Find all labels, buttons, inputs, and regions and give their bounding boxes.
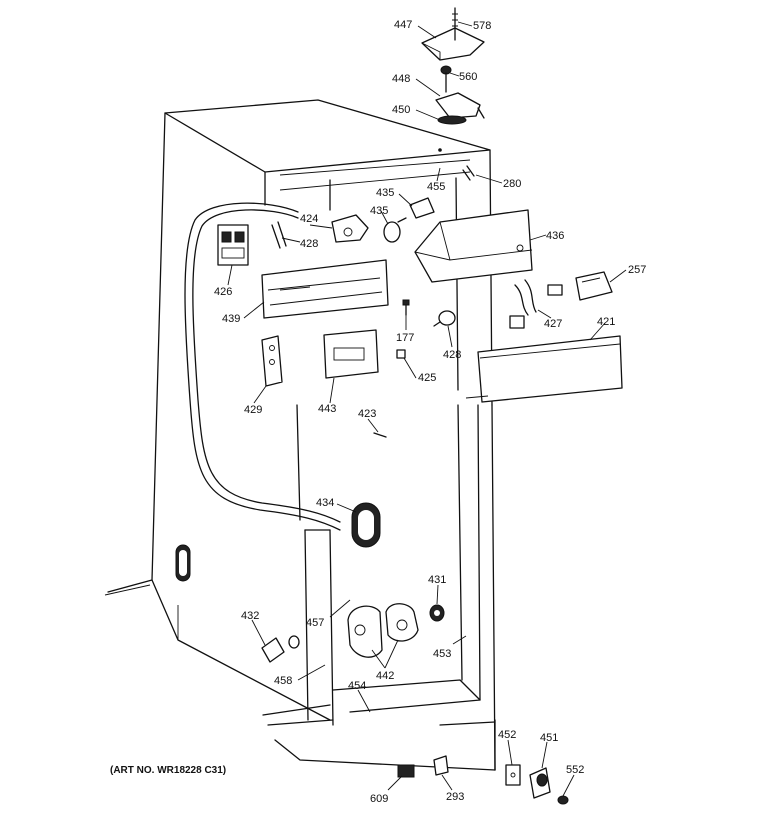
- clip-423: [373, 432, 387, 438]
- mullion-cover-280: [462, 165, 475, 181]
- callout-435-a: 435: [376, 187, 394, 199]
- hinge-448: [435, 92, 485, 119]
- part-609: [397, 764, 415, 778]
- art-number: (ART NO. WR18228 C31): [110, 765, 226, 776]
- mullion-strip-421: [465, 335, 623, 403]
- callout-609: 609: [370, 793, 388, 805]
- light-socket-424: [331, 214, 369, 243]
- hinge-cover-447: [421, 27, 485, 61]
- callout-450: 450: [392, 104, 410, 116]
- callout-439: 439: [222, 313, 240, 325]
- bracket-452: [505, 764, 521, 786]
- wire-harness: [184, 202, 341, 531]
- callout-425: 425: [418, 372, 436, 384]
- callout-424: 424: [300, 213, 318, 225]
- callout-432: 432: [241, 610, 259, 622]
- screw-560: [440, 65, 452, 93]
- cabinet-case: [104, 99, 496, 771]
- bracket-428: [271, 221, 287, 249]
- terminal-block-426: [217, 224, 249, 266]
- callout-429: 429: [244, 404, 262, 416]
- callout-labels: 447 578 448 560 450 280 455 435 435 424 …: [214, 19, 646, 805]
- control-bracket-439: [261, 259, 389, 319]
- callout-455: 455: [427, 181, 445, 193]
- bracket-429: [261, 335, 283, 387]
- screw-177: [402, 299, 410, 316]
- callout-421: 421: [597, 316, 615, 328]
- callout-452: 452: [498, 729, 516, 741]
- callout-293: 293: [446, 791, 464, 803]
- harness-427: [509, 279, 563, 329]
- switch-435: [409, 197, 435, 219]
- grommet-434: [351, 502, 381, 548]
- control-housing-436: [414, 209, 533, 283]
- callout-442: 442: [376, 670, 394, 682]
- damper-442: [347, 603, 419, 658]
- callout-177: 177: [396, 332, 414, 344]
- cap-432: [261, 635, 300, 663]
- bracket-443: [323, 329, 379, 379]
- leader-lines: [227, 21, 627, 797]
- callout-457: 457: [306, 617, 324, 629]
- callout-552: 552: [566, 764, 584, 776]
- callout-428-a: 428: [300, 238, 318, 250]
- hinge-451: [529, 767, 551, 799]
- thermostat-428: [433, 310, 456, 327]
- callout-451: 451: [540, 732, 558, 744]
- callout-434: 434: [316, 497, 334, 509]
- shim-450: [437, 115, 467, 152]
- callout-447: 447: [394, 19, 412, 31]
- callout-423: 423: [358, 408, 376, 420]
- bulb-435: [383, 217, 407, 243]
- callout-458: 458: [274, 675, 292, 687]
- callout-436: 436: [546, 230, 564, 242]
- callout-443: 443: [318, 403, 336, 415]
- callout-578: 578: [473, 20, 491, 32]
- screw-552: [557, 795, 569, 805]
- relay-257: [575, 271, 613, 301]
- callout-257: 257: [628, 264, 646, 276]
- callout-428-b: 428: [443, 349, 461, 361]
- callout-453: 453: [433, 648, 451, 660]
- callout-448: 448: [392, 73, 410, 85]
- callout-560: 560: [459, 71, 477, 83]
- clip-425: [396, 349, 406, 359]
- callout-426: 426: [214, 286, 232, 298]
- part-293: [433, 755, 449, 776]
- callout-454: 454: [348, 680, 366, 692]
- callout-280: 280: [503, 178, 521, 190]
- callout-435-b: 435: [370, 205, 388, 217]
- nut-431: [429, 604, 445, 622]
- screw-578: [452, 7, 458, 41]
- callout-427: 427: [544, 318, 562, 330]
- callout-431: 431: [428, 574, 446, 586]
